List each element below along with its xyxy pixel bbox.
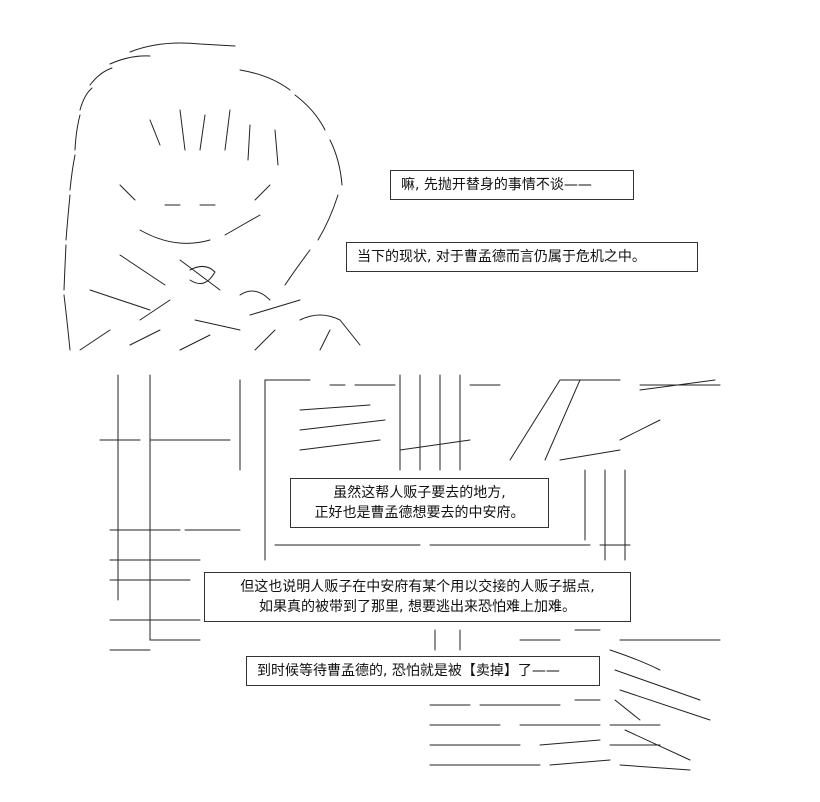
bubble-4-line-2: 如果真的被带到了那里, 想要逃出来恐怕难上加难。 [259, 599, 576, 615]
speech-bubble-3: 虽然这帮人贩子要去的地方, 正好也是曹孟德想要去的中安府。 [290, 478, 549, 528]
bubble-3-line-1: 虽然这帮人贩子要去的地方, [333, 485, 506, 501]
speech-bubble-5: 到时候等待曹孟德的, 恐怕就是被【卖掉】了—— [246, 656, 600, 686]
bubble-1-line-1: 嘛, 先抛开替身的事情不谈—— [401, 177, 592, 193]
bubble-2-line-1: 当下的现状, 对于曹孟德而言仍属于危机之中。 [357, 249, 646, 265]
bubble-3-line-2: 正好也是曹孟德想要去的中安府。 [314, 505, 525, 521]
speech-bubble-4: 但这也说明人贩子在中安府有某个用以交接的人贩子据点, 如果真的被带到了那里, 想… [204, 572, 631, 622]
bubble-5-line-1: 到时候等待曹孟德的, 恐怕就是被【卖掉】了—— [257, 663, 560, 679]
speech-bubble-2: 当下的现状, 对于曹孟德而言仍属于危机之中。 [346, 242, 698, 272]
speech-bubble-1: 嘛, 先抛开替身的事情不谈—— [390, 170, 634, 200]
bubble-4-line-1: 但这也说明人贩子在中安府有某个用以交接的人贩子据点, [240, 579, 595, 595]
